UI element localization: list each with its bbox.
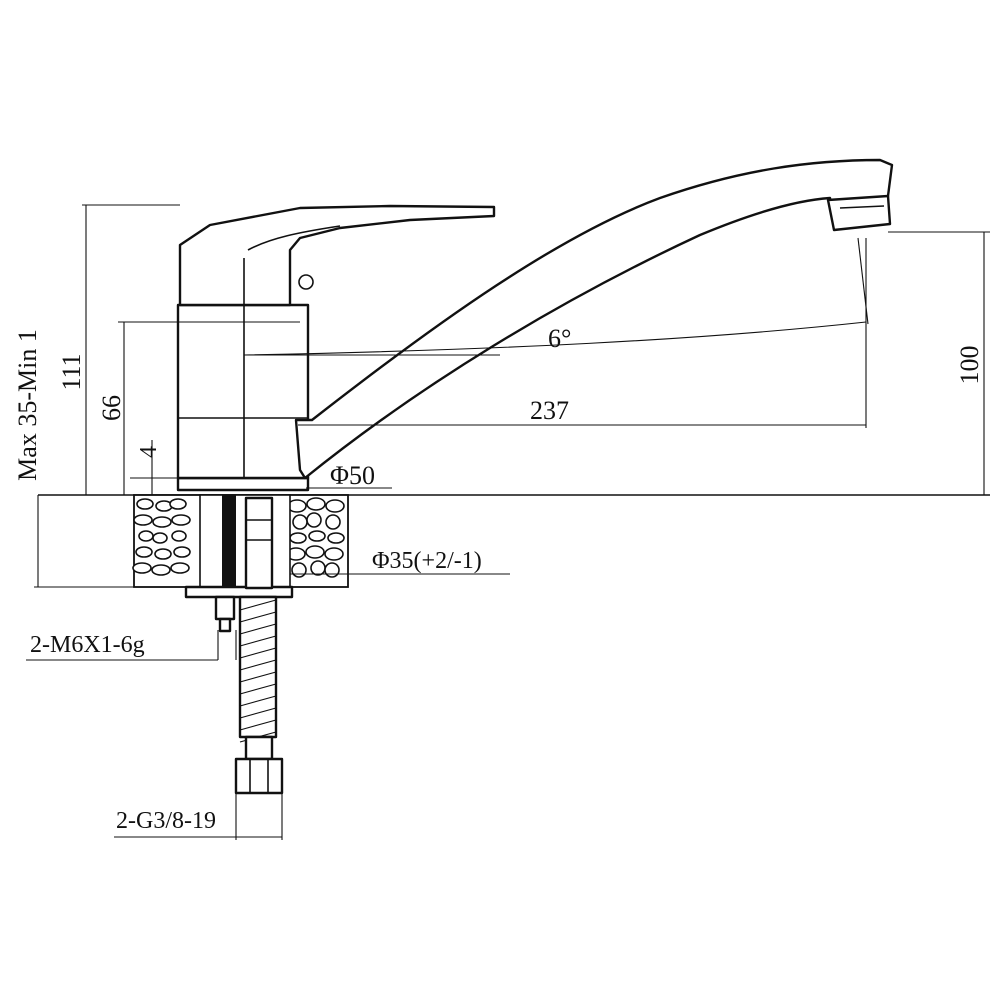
- stone-hatch: [310, 560, 326, 576]
- stone-hatch: [152, 532, 168, 544]
- stone-hatch: [132, 562, 152, 574]
- stone-hatch: [292, 514, 308, 530]
- hose-braid-line: [239, 659, 277, 671]
- dim-base-diameter: Φ50: [330, 461, 375, 490]
- stone-hatch: [171, 530, 187, 542]
- dim-base-thickness: 4: [136, 446, 162, 458]
- hose-braid-line: [239, 611, 277, 623]
- stone-hatch: [133, 514, 153, 526]
- dim-spout-angle: 6°: [548, 324, 571, 353]
- stone-hatch: [136, 498, 154, 510]
- stone-hatch: [151, 564, 171, 576]
- body-cylinder: [176, 303, 310, 480]
- hose-braid-line: [239, 623, 277, 635]
- dim-countertop-thickness: Max 35-Min 1: [13, 329, 42, 481]
- hose-braid-line: [239, 707, 277, 719]
- stone-hatch: [169, 498, 187, 510]
- stone-hatch: [289, 532, 307, 544]
- stone-hatch: [173, 546, 191, 558]
- hose-braid-line: [239, 671, 277, 683]
- callout-stud-thread: 2-M6X1-6g: [30, 632, 145, 658]
- stone-hatch: [324, 562, 340, 578]
- stone-hatch: [291, 562, 307, 578]
- dim-spout-reach: 237: [530, 396, 569, 425]
- stone-hatch: [170, 562, 190, 574]
- stone-hatch: [306, 497, 326, 511]
- stone-hatch: [325, 499, 345, 513]
- hose-braid-line: [239, 719, 277, 731]
- faucet-body: [176, 303, 310, 492]
- mounting-stud: [214, 495, 236, 633]
- aerator: [826, 194, 892, 232]
- stone-hatch: [138, 530, 154, 542]
- hose-braid-line: [239, 683, 277, 695]
- stone-hatch: [306, 512, 322, 528]
- mounting-plate: [184, 585, 294, 599]
- dim-handle-height: 66: [97, 395, 126, 421]
- hose-braid-line: [239, 599, 277, 611]
- stone-hatch: [135, 546, 153, 558]
- stone-hatch: [154, 548, 172, 560]
- hose-nut: [234, 757, 284, 795]
- spout: [294, 158, 894, 480]
- callout-hose-thread: 2-G3/8-19: [116, 808, 216, 834]
- supply-hose: [234, 496, 284, 795]
- countertop-section: [132, 494, 349, 599]
- lever-handle: [178, 204, 496, 307]
- hose-braid-line: [239, 635, 277, 647]
- hose-braid-line: [239, 695, 277, 707]
- stone-hatch: [327, 532, 345, 544]
- dim-total-height: 111: [57, 353, 86, 390]
- dim-spout-outlet-height: 100: [955, 346, 984, 385]
- stone-hatch: [325, 514, 341, 530]
- stone-hatch: [324, 547, 344, 561]
- stone-hatch: [308, 530, 326, 542]
- stone-hatch: [152, 516, 172, 528]
- base-plate: [176, 476, 310, 492]
- stone-hatch: [305, 545, 325, 559]
- stone-hatch: [171, 514, 191, 526]
- dim-hole-diameter: Φ35(+2/-1): [372, 548, 482, 574]
- hose-braid-line: [239, 647, 277, 659]
